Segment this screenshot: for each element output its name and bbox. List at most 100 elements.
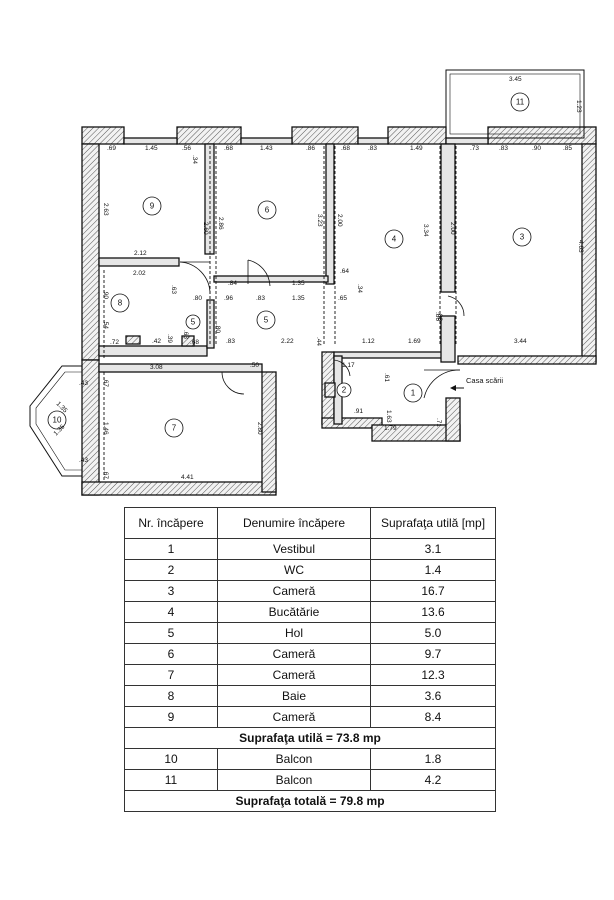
dimension-label: 1.17 (342, 362, 355, 369)
useful-area-total: Suprafaţa utilă = 73.8 mp (124, 727, 496, 749)
useful-area-total-row: Suprafaţa utilă = 73.8 mp (124, 727, 496, 749)
dimension-label: .39 (166, 334, 173, 343)
cell-area: 1.8 (370, 748, 496, 770)
stair-label: Casa scării (466, 376, 503, 385)
cell-nr: 2 (124, 559, 218, 581)
dimension-label: .43 (79, 457, 88, 464)
cell-nr: 8 (124, 685, 218, 707)
cell-area: 3.6 (370, 685, 496, 707)
dimension-label: .83 (256, 295, 265, 302)
dimension-label: .65 (338, 295, 347, 302)
dimension-label: 1.35 (292, 280, 305, 287)
dimension-label: 4.63 (577, 240, 584, 253)
dimension-label: .86 (434, 312, 441, 321)
room-9-number: 9 (150, 202, 155, 211)
dimension-label: 3.08 (150, 364, 163, 371)
cell-name: Vestibul (217, 538, 371, 560)
dimension-label: 3.45 (509, 76, 522, 83)
dimension-label: 1.45 (145, 145, 158, 152)
dimension-label: .83 (499, 145, 508, 152)
header-nr: Nr. încăpere (124, 507, 218, 539)
dimension-label: .64 (340, 268, 349, 275)
dimension-label: .63 (182, 330, 189, 339)
cell-name: Hol (217, 622, 371, 644)
cell-name: Balcon (217, 769, 371, 791)
balcony-11 (445, 69, 585, 139)
doors (179, 259, 465, 399)
dimension-label: .80 (214, 324, 221, 333)
dimension-label: 3.44 (514, 338, 527, 345)
dimension-label: .90 (102, 290, 109, 299)
exterior-walls (81, 126, 597, 496)
dashed-lines (103, 146, 457, 480)
dimension-label: 1.63 (385, 410, 392, 423)
cell-nr: 4 (124, 601, 218, 623)
cell-nr: 7 (124, 664, 218, 686)
dimension-label: .72 (110, 339, 119, 346)
cell-name: Cameră (217, 580, 371, 602)
vent-block (181, 335, 195, 347)
dimension-label: .71 (435, 418, 442, 427)
dimension-label: .85 (563, 145, 572, 152)
room-8-number: 8 (118, 299, 123, 308)
dimension-label: .50 (250, 362, 259, 369)
area-table: Nr. încăpere Denumire încăpere Suprafaţa… (124, 507, 496, 812)
cell-name: Bucătărie (217, 601, 371, 623)
room-4-number: 4 (392, 235, 397, 244)
dimension-label: .88 (436, 312, 443, 321)
room-11-number: 11 (516, 98, 525, 107)
dimension-label: 1.43 (260, 145, 273, 152)
cell-area: 1.4 (370, 559, 496, 581)
stair-arrow-head (450, 385, 456, 391)
cell-name: Cameră (217, 706, 371, 728)
room-10-number: 10 (53, 416, 62, 425)
dimension-label: .73 (470, 145, 479, 152)
vent-block (125, 335, 141, 345)
cell-nr: 11 (124, 769, 218, 791)
dimension-label: .90 (532, 145, 541, 152)
dimension-label: .61 (383, 373, 390, 382)
dimension-label: .80 (193, 295, 202, 302)
room-2-marker (336, 382, 352, 398)
cell-nr: 5 (124, 622, 218, 644)
cell-name: WC (217, 559, 371, 581)
dimension-label: .96 (224, 295, 233, 302)
dimension-label: 2.60 (202, 222, 209, 235)
dimension-label: .91 (354, 408, 363, 415)
cell-area: 8.4 (370, 706, 496, 728)
dimension-label: 2.80 (256, 422, 263, 435)
dimension-label: 2.02 (133, 270, 146, 277)
cell-area: 16.7 (370, 580, 496, 602)
dimension-label: .54 (102, 320, 109, 329)
cell-area: 5.0 (370, 622, 496, 644)
dimension-label: .69 (107, 145, 116, 152)
cell-nr: 1 (124, 538, 218, 560)
room-11-marker (510, 92, 530, 112)
dimension-label: 2.63 (102, 203, 109, 216)
room-8-marker (110, 293, 130, 313)
cell-name: Balcon (217, 748, 371, 770)
dimension-label: 2.12 (134, 250, 147, 257)
overall-area-total-row: Suprafaţa totală = 79.8 mp (124, 790, 496, 812)
cell-area: 9.7 (370, 643, 496, 665)
cell-name: Cameră (217, 664, 371, 686)
dimension-label: .86 (306, 145, 315, 152)
dimension-label: 1.35 (292, 295, 305, 302)
room-7-number: 7 (172, 424, 177, 433)
cell-area: 4.2 (370, 769, 496, 791)
cell-nr: 9 (124, 706, 218, 728)
cell-area: 13.6 (370, 601, 496, 623)
interior-walls (98, 143, 456, 425)
dimension-label: 2.22 (281, 338, 294, 345)
room-2-number: 2 (342, 386, 347, 395)
room-5b-marker (256, 310, 276, 330)
room-7-marker (164, 418, 184, 438)
vent-block (324, 382, 336, 398)
